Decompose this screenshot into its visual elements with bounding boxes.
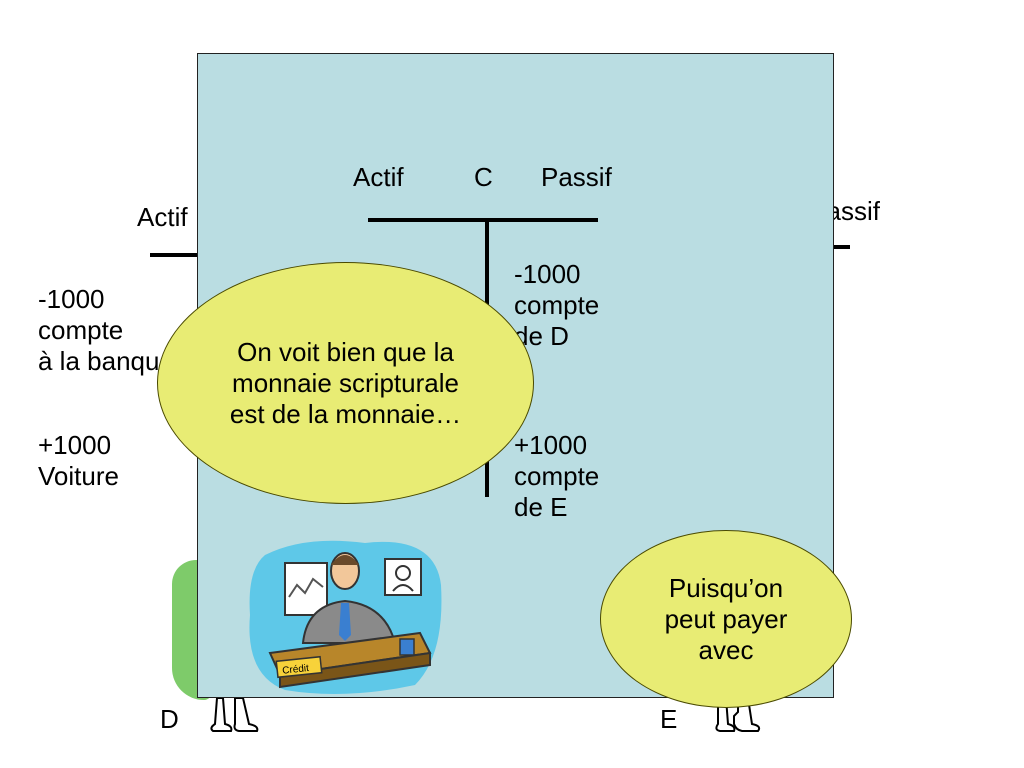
center-entry-2-amount: +1000 bbox=[514, 430, 588, 460]
callout-right-text: Puisqu’on peut payer avec bbox=[664, 572, 788, 665]
left-entry-1-amount: -1000 bbox=[38, 284, 105, 314]
left-entry-1-line2: compte bbox=[38, 315, 124, 345]
callout-left: On voit bien que la monnaie scripturale … bbox=[157, 262, 534, 504]
center-entry-1-amount: -1000 bbox=[514, 259, 581, 289]
left-ledger-actif-header: Actif bbox=[137, 202, 188, 232]
person-d-feet-icon bbox=[210, 698, 259, 732]
left-entry-2-line2: Voiture bbox=[38, 461, 119, 491]
center-ledger-passif-header: Passif bbox=[541, 162, 612, 192]
center-passif-entry-2: +1000 compte de E bbox=[514, 430, 599, 523]
center-entry-2-line3: de E bbox=[514, 492, 568, 522]
person-e-label: E bbox=[660, 704, 678, 734]
center-entry-1-line3: de D bbox=[514, 321, 569, 351]
center-ledger-name: C bbox=[474, 162, 493, 192]
center-passif-entry-1: -1000 compte de D bbox=[514, 259, 599, 352]
person-d-label: D bbox=[160, 704, 179, 734]
center-ledger-actif-header: Actif bbox=[353, 162, 404, 192]
left-ledger-entry-1: -1000 compte à la banque bbox=[38, 284, 174, 377]
left-entry-2-amount: +1000 bbox=[38, 430, 112, 460]
desk-sign-text: Crédit bbox=[282, 663, 310, 677]
left-ledger-top-rule bbox=[150, 253, 210, 257]
center-entry-1-line2: compte bbox=[514, 290, 600, 320]
center-entry-2-line2: compte bbox=[514, 461, 600, 491]
left-entry-1-line3: à la banque bbox=[38, 346, 174, 376]
center-ledger-top-rule bbox=[368, 218, 598, 222]
callout-left-text: On voit bien que la monnaie scripturale … bbox=[229, 336, 462, 429]
right-ledger-top-rule bbox=[830, 245, 850, 249]
banker-at-desk-icon: Crédit bbox=[249, 540, 442, 694]
left-ledger-entry-2: +1000 Voiture bbox=[38, 430, 119, 492]
callout-right: Puisqu’on peut payer avec bbox=[600, 530, 852, 708]
